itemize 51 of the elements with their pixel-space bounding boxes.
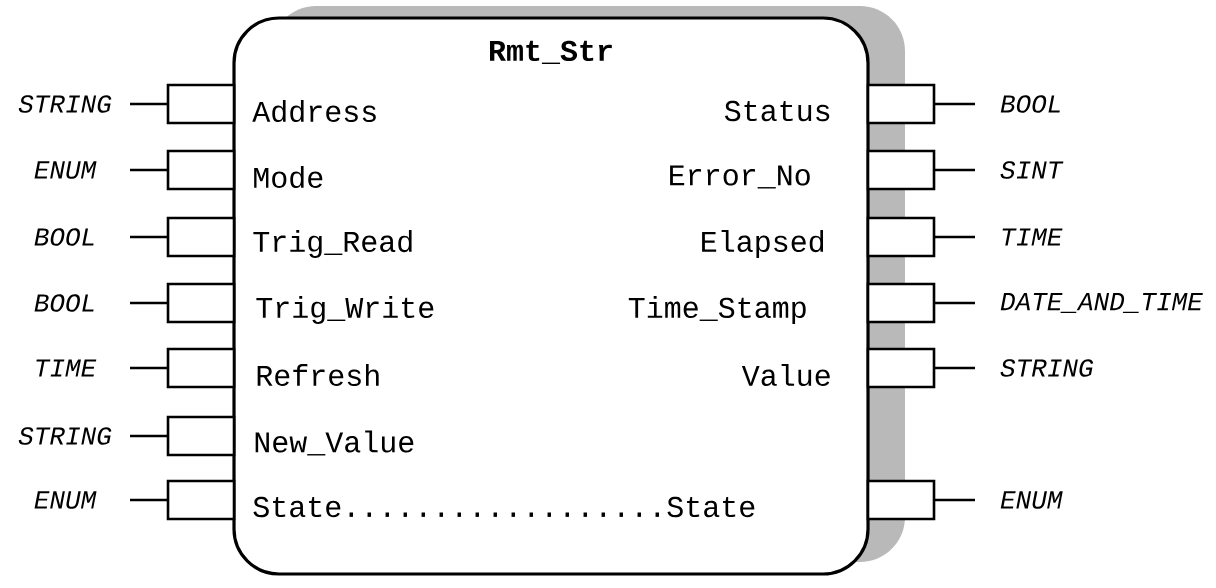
pin-name: Address [252,99,376,123]
pin-box [166,83,236,125]
data-type: SINT [1000,161,1064,179]
pin-box [866,347,936,389]
lead-line [130,301,168,305]
lead-line [934,168,975,172]
data-type: ENUM [34,491,97,509]
lead-line [130,434,168,438]
lead-line [934,235,975,239]
pin-box [166,347,236,389]
data-type: TIME [1002,228,1063,246]
lead-line [130,498,168,502]
pin-box [866,83,936,125]
pin-name: Status [724,100,830,122]
pin-box [166,149,236,191]
data-type: STRING [18,427,112,445]
pin-name: Refresh [257,363,379,386]
data-type: TIME [36,359,97,377]
pin-name: Value [741,363,830,386]
data-type: BOOL [34,294,94,312]
pin-name: Trig_Read [253,230,412,258]
lead-line [130,366,168,370]
lead-line [934,366,975,370]
pin-box [166,479,236,521]
pin-box [866,479,936,521]
pin-name: New_Value [255,430,414,456]
lead-line [130,168,168,172]
pin-box [866,149,936,191]
pin-name: Elapsed [702,230,824,258]
lead-line [934,102,975,106]
lead-line [130,102,168,106]
pin-box [866,282,936,324]
pin-name: Time_Stamp [628,296,806,324]
pin-name: Trig_Write [256,296,434,324]
lead-line [934,498,975,502]
data-type: BOOL [1000,95,1060,113]
pin-box [166,415,236,457]
pin-name: Error_No [670,165,810,189]
pin-name: Mode [254,165,323,189]
data-type: DATE_AND_TIME [1000,293,1203,313]
lead-line [130,235,168,239]
data-type: BOOL [34,228,94,246]
data-type: STRING [1000,359,1094,377]
data-type: ENUM [1000,491,1063,509]
data-type: STRING [18,95,112,113]
pin-box [866,216,936,258]
pin-box [166,216,236,258]
lead-line [934,301,975,305]
pin-name: State..................State [253,496,755,518]
data-type: ENUM [34,161,97,179]
pin-box [166,282,236,324]
